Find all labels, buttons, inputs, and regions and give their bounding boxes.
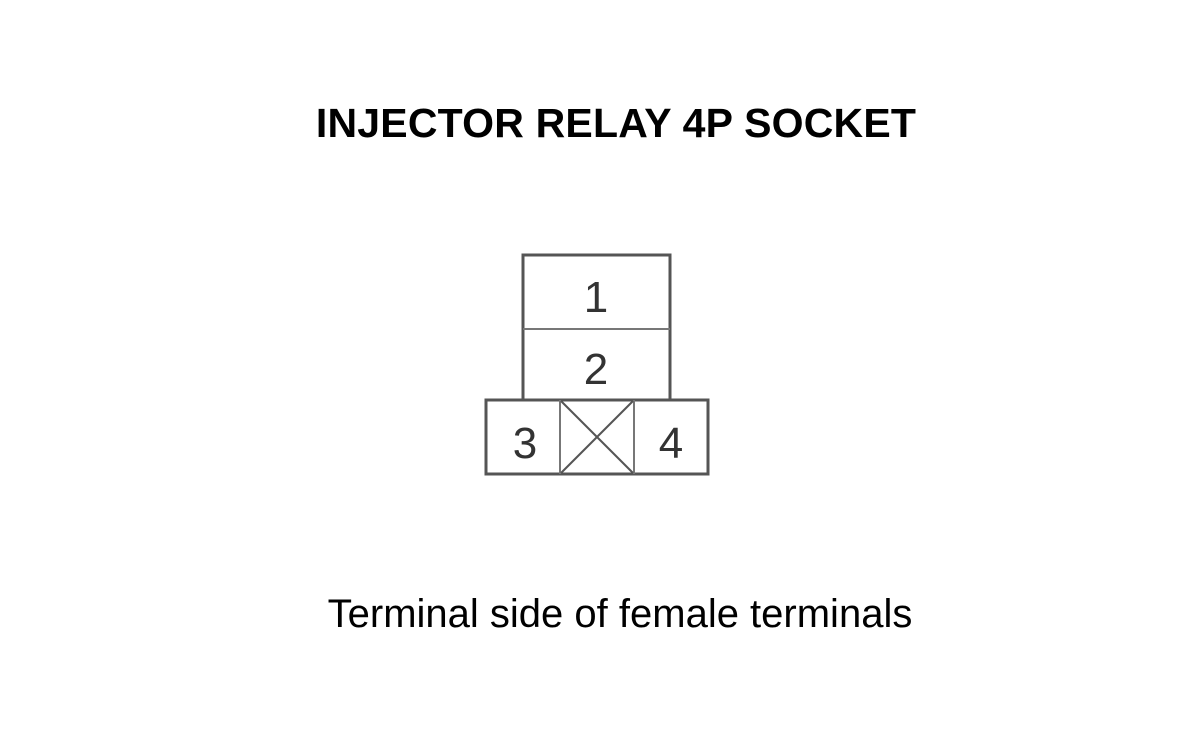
diagram-caption: Terminal side of female terminals: [327, 592, 913, 636]
terminal-1-label: 1: [584, 273, 608, 322]
lower-housing: [484, 398, 710, 476]
terminal-4-label: 4: [659, 419, 683, 468]
terminal-2-label: 2: [584, 345, 608, 394]
terminal-3-label: 3: [513, 419, 537, 468]
empty-cavity-x-icon: [560, 400, 634, 474]
diagram-title: INJECTOR RELAY 4P SOCKET: [315, 100, 917, 146]
